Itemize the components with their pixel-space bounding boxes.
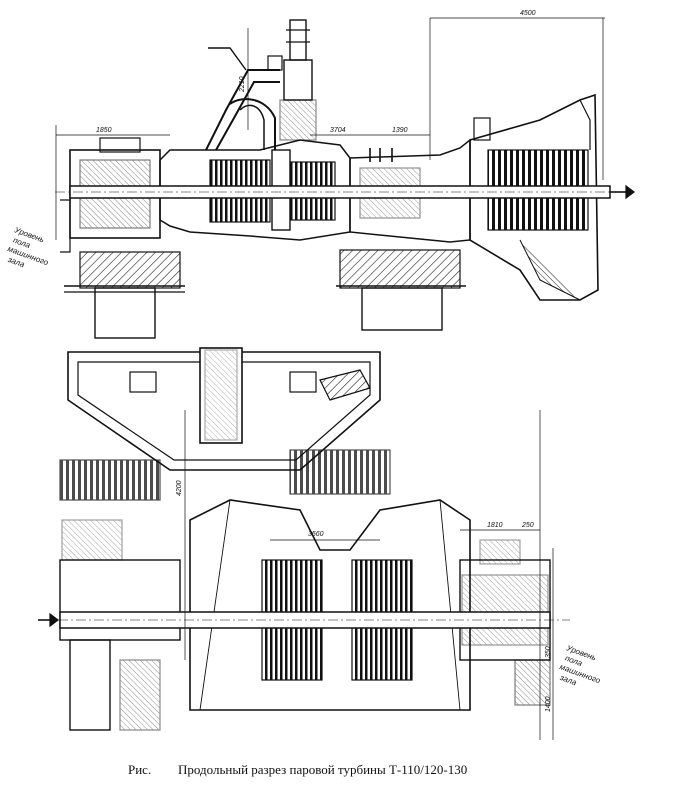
bottom-lp-casing: [189, 499, 471, 711]
dimension-2210: 2210: [239, 76, 246, 93]
dimension-3704: 3704: [330, 127, 346, 134]
dimension-4500: 4500: [520, 10, 536, 17]
top-control-valve: [205, 19, 317, 151]
top-flow-arrow: [610, 184, 635, 200]
top-ip-casing: [349, 117, 491, 243]
top-foundation-middle: [336, 249, 466, 331]
bottom-bellows: [59, 449, 391, 501]
figure-caption: Рис. Продольный разрез паровой турбины Т…: [0, 762, 691, 784]
dimension-350: 350: [545, 646, 552, 658]
bottom-floor-level-label: Уровень пола машинного зала: [558, 643, 602, 687]
figure-title: Продольный разрез паровой турбины Т-110/…: [178, 762, 468, 777]
top-floor-level-label: Уровень пола машинного зала: [6, 225, 50, 269]
bottom-dimension-lines: [184, 410, 554, 740]
dimension-1810: 1810: [487, 522, 503, 529]
dimension-1850: 1850: [96, 127, 112, 134]
bottom-rotor-shaft: [40, 611, 570, 629]
bottom-receiver-pipe: [67, 347, 381, 471]
top-rotor-shaft: [55, 185, 615, 199]
top-dimension-lines: [55, 17, 605, 240]
dimension-3560: 3560: [308, 531, 324, 538]
dimension-1390: 1390: [392, 127, 408, 134]
dimension-250: 250: [521, 522, 534, 529]
top-turbine-view: [55, 17, 635, 339]
bottom-turbine-view: [38, 347, 570, 740]
figure-label: Рис.: [128, 762, 152, 777]
bottom-right-bearing: [459, 539, 551, 706]
dimension-1400: 1400: [545, 696, 552, 712]
bottom-flow-arrow: [38, 612, 59, 628]
bottom-left-bearing: [59, 519, 181, 731]
dimension-4200: 4200: [176, 480, 183, 496]
top-foundation-left: [64, 251, 185, 339]
